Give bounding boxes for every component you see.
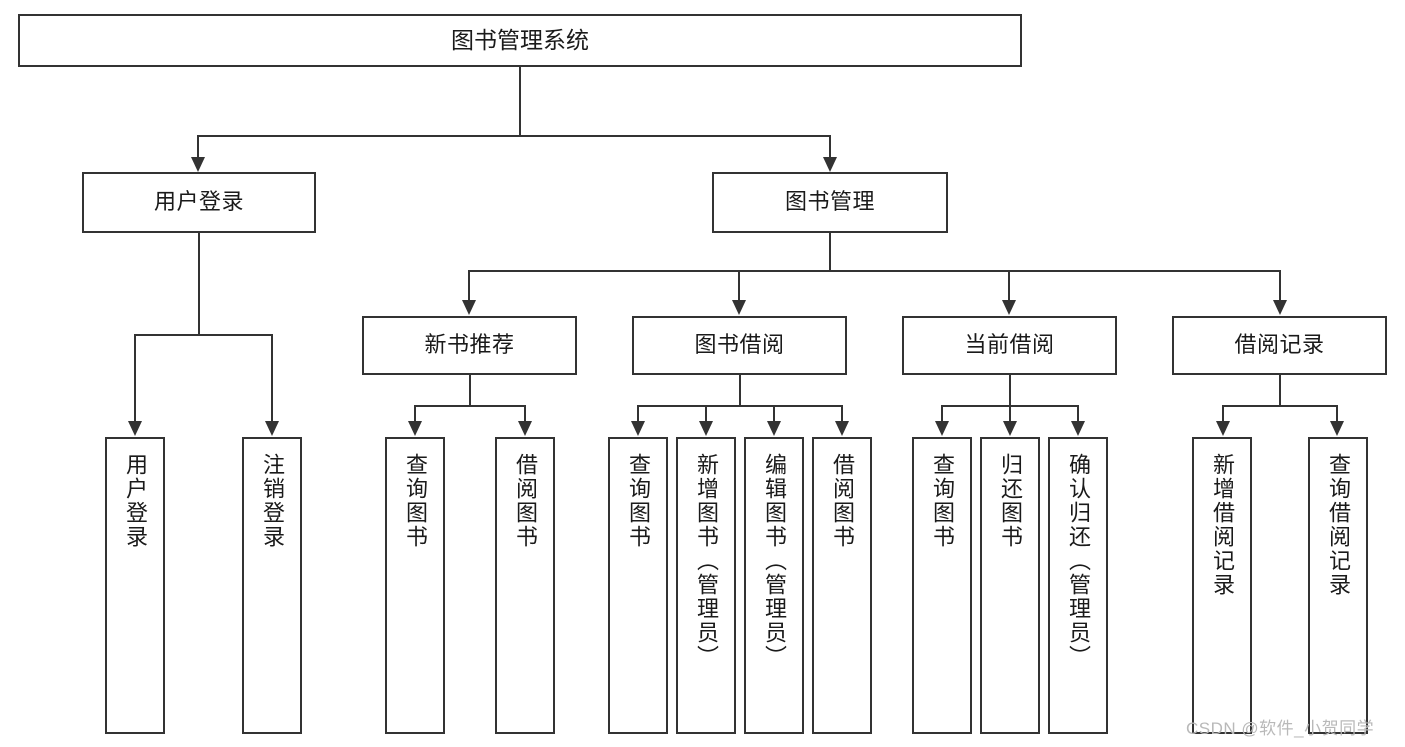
- node-label: 查询图书: [930, 453, 955, 549]
- leaf-logout[interactable]: 注销登录: [242, 437, 302, 734]
- connector-cb-leaf-2: [1009, 405, 1011, 422]
- connector-br-leaf-2: [1336, 405, 1338, 422]
- leaf-nbr-borrow-book[interactable]: 借阅图书: [495, 437, 555, 734]
- arrowhead-user-login-leaf-1: [128, 421, 142, 436]
- arrowhead-nbr-leaf-1: [408, 421, 422, 436]
- connector-to-new-book-recommend: [468, 270, 470, 301]
- leaf-bb-borrow-book[interactable]: 借阅图书: [812, 437, 872, 734]
- arrowhead-root-to-user-login: [191, 157, 205, 172]
- arrowhead-br-leaf-1: [1216, 421, 1230, 436]
- connector-new-book-recommend-bus: [414, 405, 526, 407]
- connector-cb-leaf-3: [1077, 405, 1079, 422]
- connector-nbr-leaf-1: [414, 405, 416, 422]
- node-label: 查询借阅记录: [1326, 453, 1351, 597]
- node-label: 编辑图书（管理员）: [762, 453, 787, 669]
- node-label: 借阅记录: [1234, 332, 1325, 358]
- connector-book-borrow-stem: [739, 375, 741, 406]
- connector-borrow-record-stem: [1279, 375, 1281, 406]
- node-label: 归还图书: [998, 453, 1023, 549]
- node-book-borrow[interactable]: 图书借阅: [632, 316, 847, 375]
- leaf-bb-edit-book-admin[interactable]: 编辑图书（管理员）: [744, 437, 804, 734]
- leaf-br-search-record[interactable]: 查询借阅记录: [1308, 437, 1368, 734]
- leaf-br-add-record[interactable]: 新增借阅记录: [1192, 437, 1252, 734]
- node-label: 图书管理系统: [451, 26, 589, 53]
- watermark-text: CSDN @软件_小贺同学: [1186, 719, 1375, 738]
- connector-user-login-to-leaf-2: [271, 334, 273, 422]
- leaf-cb-return-book[interactable]: 归还图书: [980, 437, 1040, 734]
- connector-borrow-record-bus: [1222, 405, 1338, 407]
- connector-root-stem: [519, 67, 521, 136]
- connector-to-borrow-record: [1279, 270, 1281, 301]
- arrowhead-current-borrow: [1002, 300, 1016, 315]
- node-label: 图书借阅: [694, 332, 785, 358]
- node-borrow-record[interactable]: 借阅记录: [1172, 316, 1387, 375]
- node-user-login[interactable]: 用户登录: [82, 172, 316, 233]
- node-label: 新增借阅记录: [1210, 453, 1235, 597]
- node-label: 借阅图书: [830, 453, 855, 549]
- arrowhead-bb-leaf-3: [767, 421, 781, 436]
- arrowhead-br-leaf-2: [1330, 421, 1344, 436]
- node-label: 用户登录: [123, 453, 148, 549]
- connector-book-management-stem: [829, 233, 831, 271]
- connector-root-to-book-management: [829, 135, 831, 157]
- arrowhead-cb-leaf-3: [1071, 421, 1085, 436]
- connector-bb-leaf-1: [637, 405, 639, 422]
- connector-new-book-recommend-stem: [469, 375, 471, 406]
- connector-cb-leaf-1: [941, 405, 943, 422]
- arrowhead-cb-leaf-2: [1003, 421, 1017, 436]
- arrowhead-book-borrow: [732, 300, 746, 315]
- node-label: 确认归还（管理员）: [1066, 453, 1091, 669]
- connector-level3-bus: [468, 270, 1281, 272]
- connector-user-login-stem: [198, 233, 200, 335]
- node-label: 查询图书: [403, 453, 428, 549]
- connector-bb-leaf-2: [705, 405, 707, 422]
- connector-user-login-to-leaf-1: [134, 334, 136, 422]
- connector-to-book-borrow: [738, 270, 740, 301]
- node-new-book-recommend[interactable]: 新书推荐: [362, 316, 577, 375]
- connector-root-bus: [197, 135, 831, 137]
- node-label: 注销登录: [260, 453, 285, 549]
- arrowhead-borrow-record: [1273, 300, 1287, 315]
- node-root-book-management-system[interactable]: 图书管理系统: [18, 14, 1022, 67]
- connector-nbr-leaf-2: [524, 405, 526, 422]
- connector-bb-leaf-4: [841, 405, 843, 422]
- leaf-bb-search-book[interactable]: 查询图书: [608, 437, 668, 734]
- connector-to-current-borrow: [1008, 270, 1010, 301]
- arrowhead-bb-leaf-1: [631, 421, 645, 436]
- leaf-nbr-search-book[interactable]: 查询图书: [385, 437, 445, 734]
- node-current-borrow[interactable]: 当前借阅: [902, 316, 1117, 375]
- connector-bb-leaf-3: [773, 405, 775, 422]
- connector-root-to-user-login: [197, 135, 199, 157]
- node-label: 新书推荐: [424, 332, 515, 358]
- leaf-cb-confirm-return-admin[interactable]: 确认归还（管理员）: [1048, 437, 1108, 734]
- node-book-management[interactable]: 图书管理: [712, 172, 948, 233]
- arrowhead-root-to-book-management: [823, 157, 837, 172]
- leaf-bb-add-book-admin[interactable]: 新增图书（管理员）: [676, 437, 736, 734]
- arrowhead-bb-leaf-2: [699, 421, 713, 436]
- arrowhead-bb-leaf-4: [835, 421, 849, 436]
- leaf-cb-search-book[interactable]: 查询图书: [912, 437, 972, 734]
- arrowhead-nbr-leaf-2: [518, 421, 532, 436]
- node-label: 图书管理: [784, 189, 875, 215]
- arrowhead-new-book-recommend: [462, 300, 476, 315]
- connector-br-leaf-1: [1222, 405, 1224, 422]
- node-label: 新增图书（管理员）: [694, 453, 719, 669]
- node-label: 查询图书: [626, 453, 651, 549]
- connector-current-borrow-stem: [1009, 375, 1011, 406]
- node-label: 借阅图书: [513, 453, 538, 549]
- connector-user-login-bus: [134, 334, 272, 336]
- arrowhead-user-login-leaf-2: [265, 421, 279, 436]
- node-label: 当前借阅: [964, 332, 1055, 358]
- connector-book-borrow-bus: [637, 405, 843, 407]
- leaf-user-login[interactable]: 用户登录: [105, 437, 165, 734]
- node-label: 用户登录: [153, 189, 244, 215]
- arrowhead-cb-leaf-1: [935, 421, 949, 436]
